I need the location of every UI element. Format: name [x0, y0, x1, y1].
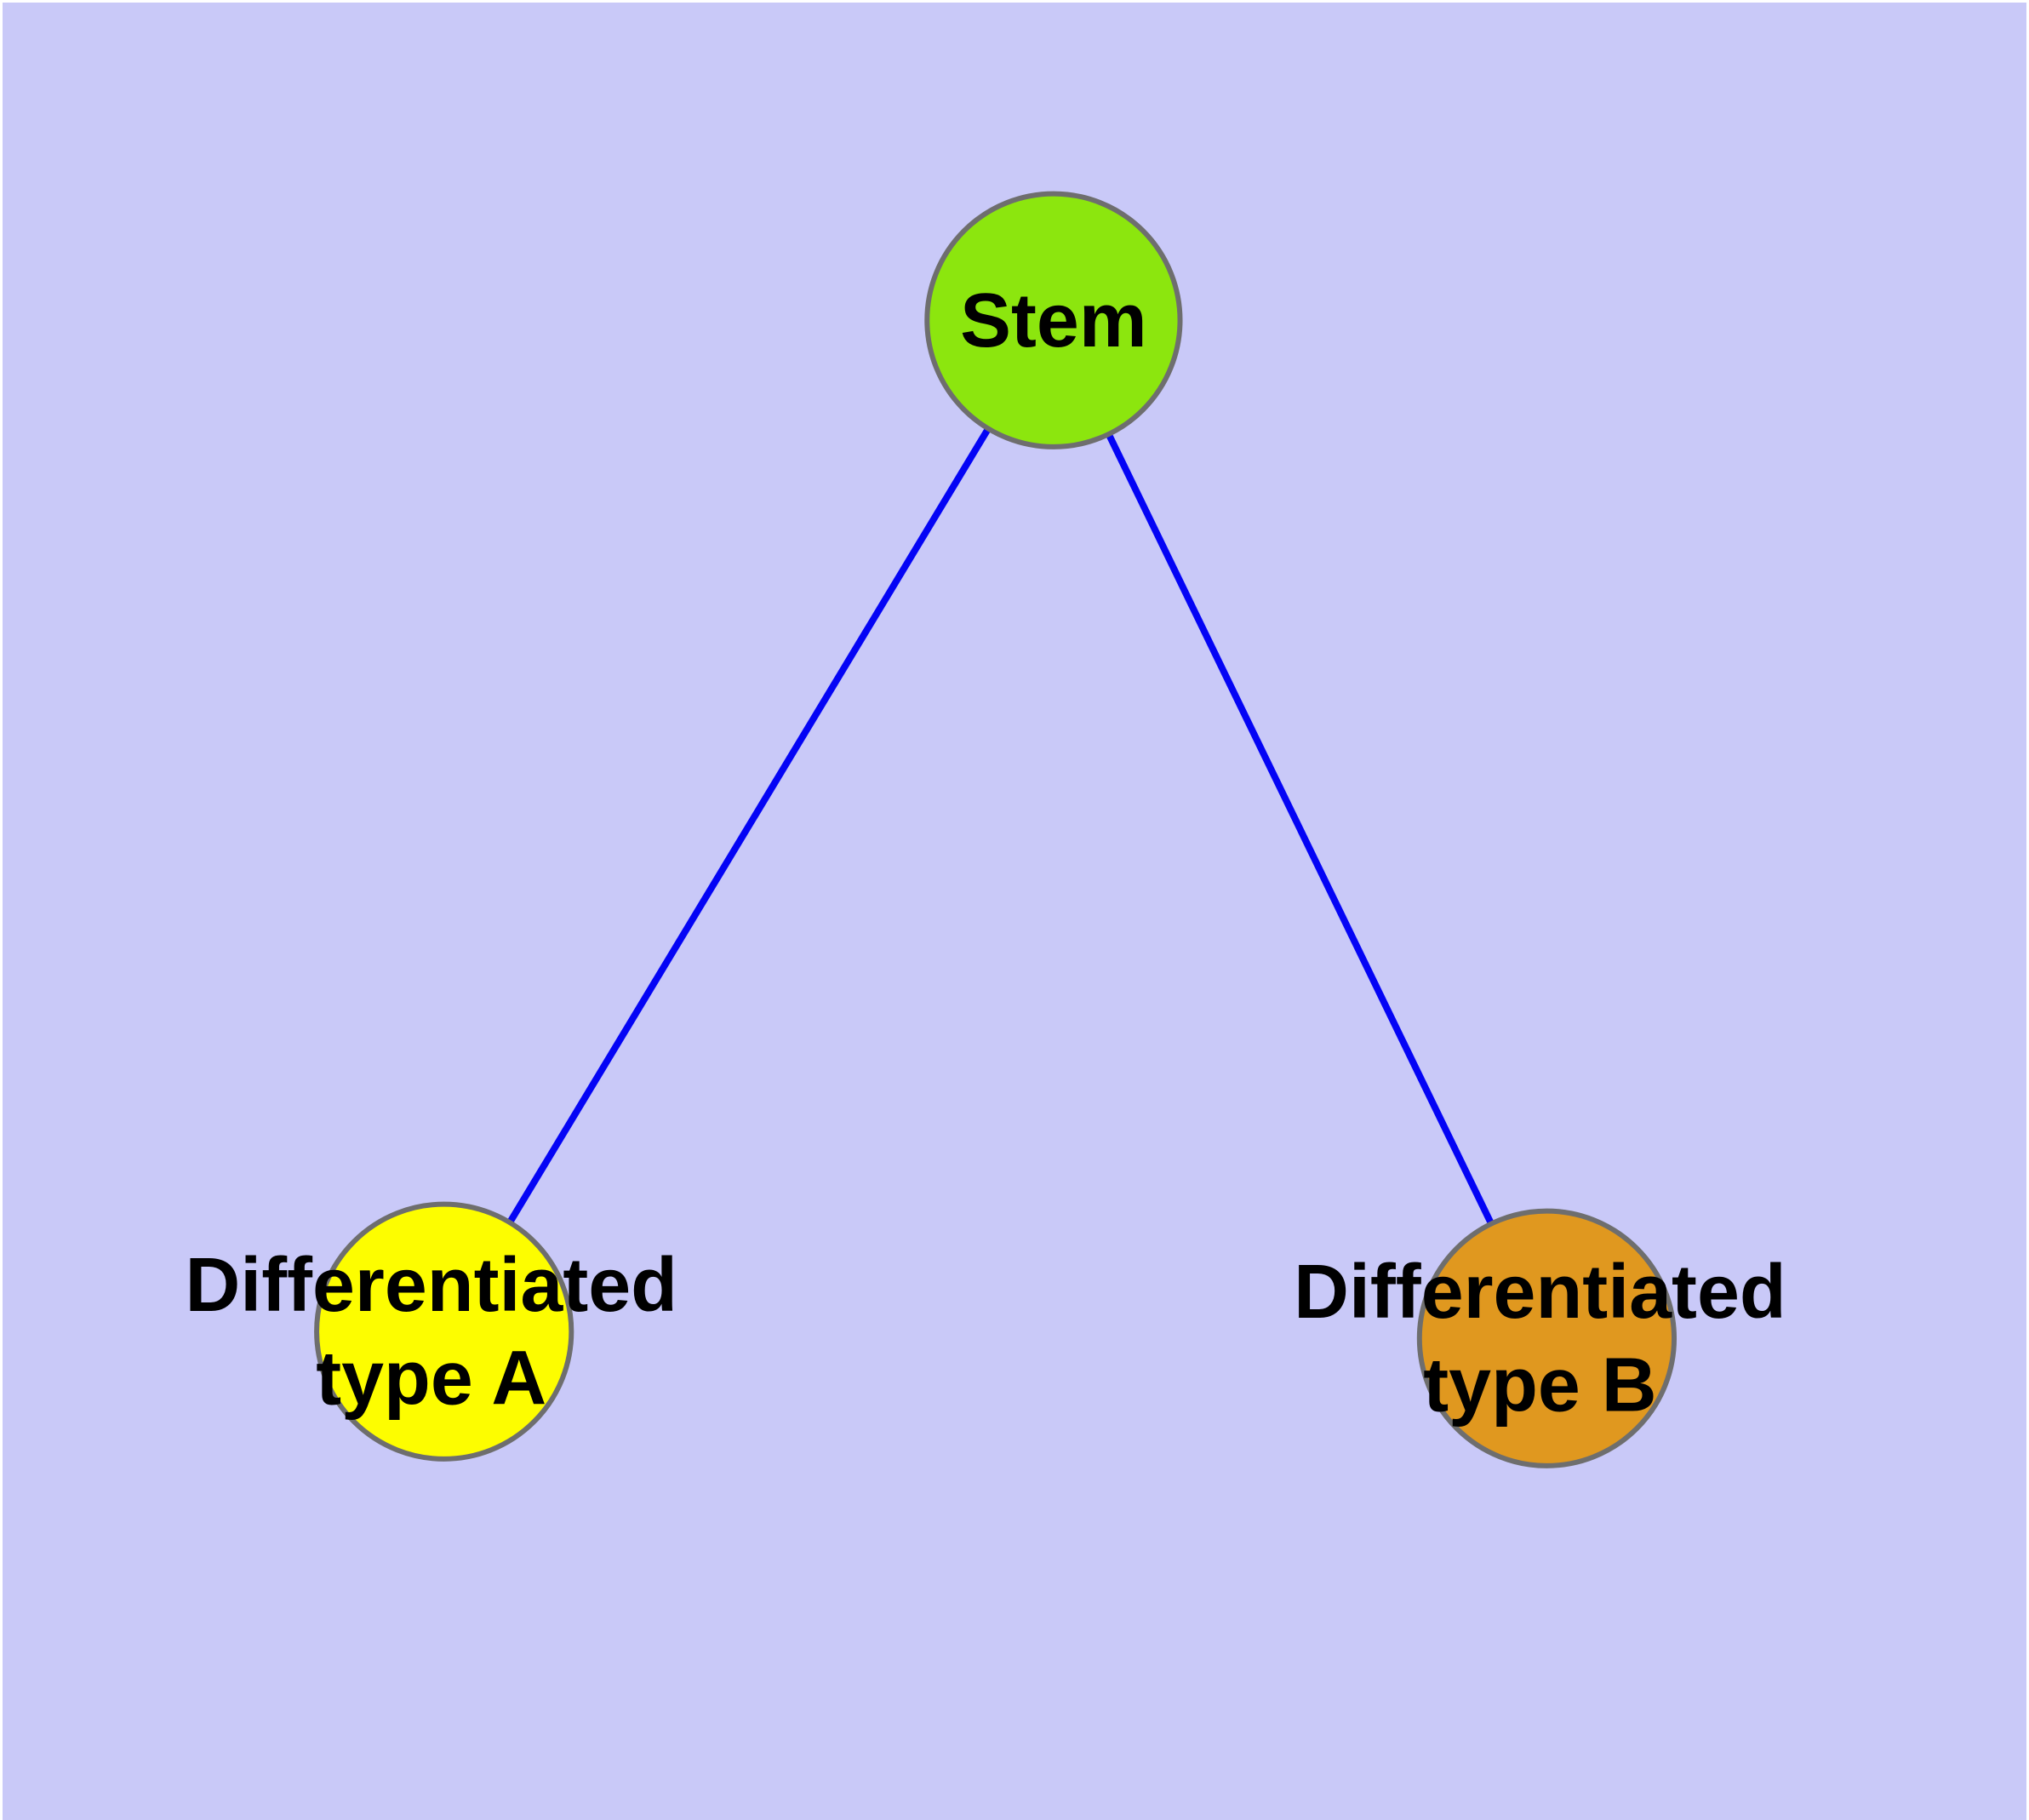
node-differentiated-type-b-label-line-2: type B	[1423, 1343, 1656, 1428]
node-differentiated-type-a-label-line-1: Differentiated	[185, 1243, 677, 1328]
node-stem-label: Stem	[960, 278, 1147, 363]
edge-stem-to-differentiated-type-a	[441, 318, 1057, 1334]
node-differentiated-type-a-label-line-2: type A	[316, 1336, 546, 1422]
edge-stem-to-differentiated-type-b	[1050, 318, 1551, 1340]
node-stem-label-line-1: Stem	[960, 278, 1147, 363]
node-stem-circle	[924, 191, 1183, 449]
node-differentiated-type-b-circle	[1416, 1208, 1677, 1468]
node-differentiated-type-b-label-line-1: Differentiated	[1294, 1250, 1786, 1335]
node-differentiated-type-a-circle	[314, 1201, 574, 1462]
